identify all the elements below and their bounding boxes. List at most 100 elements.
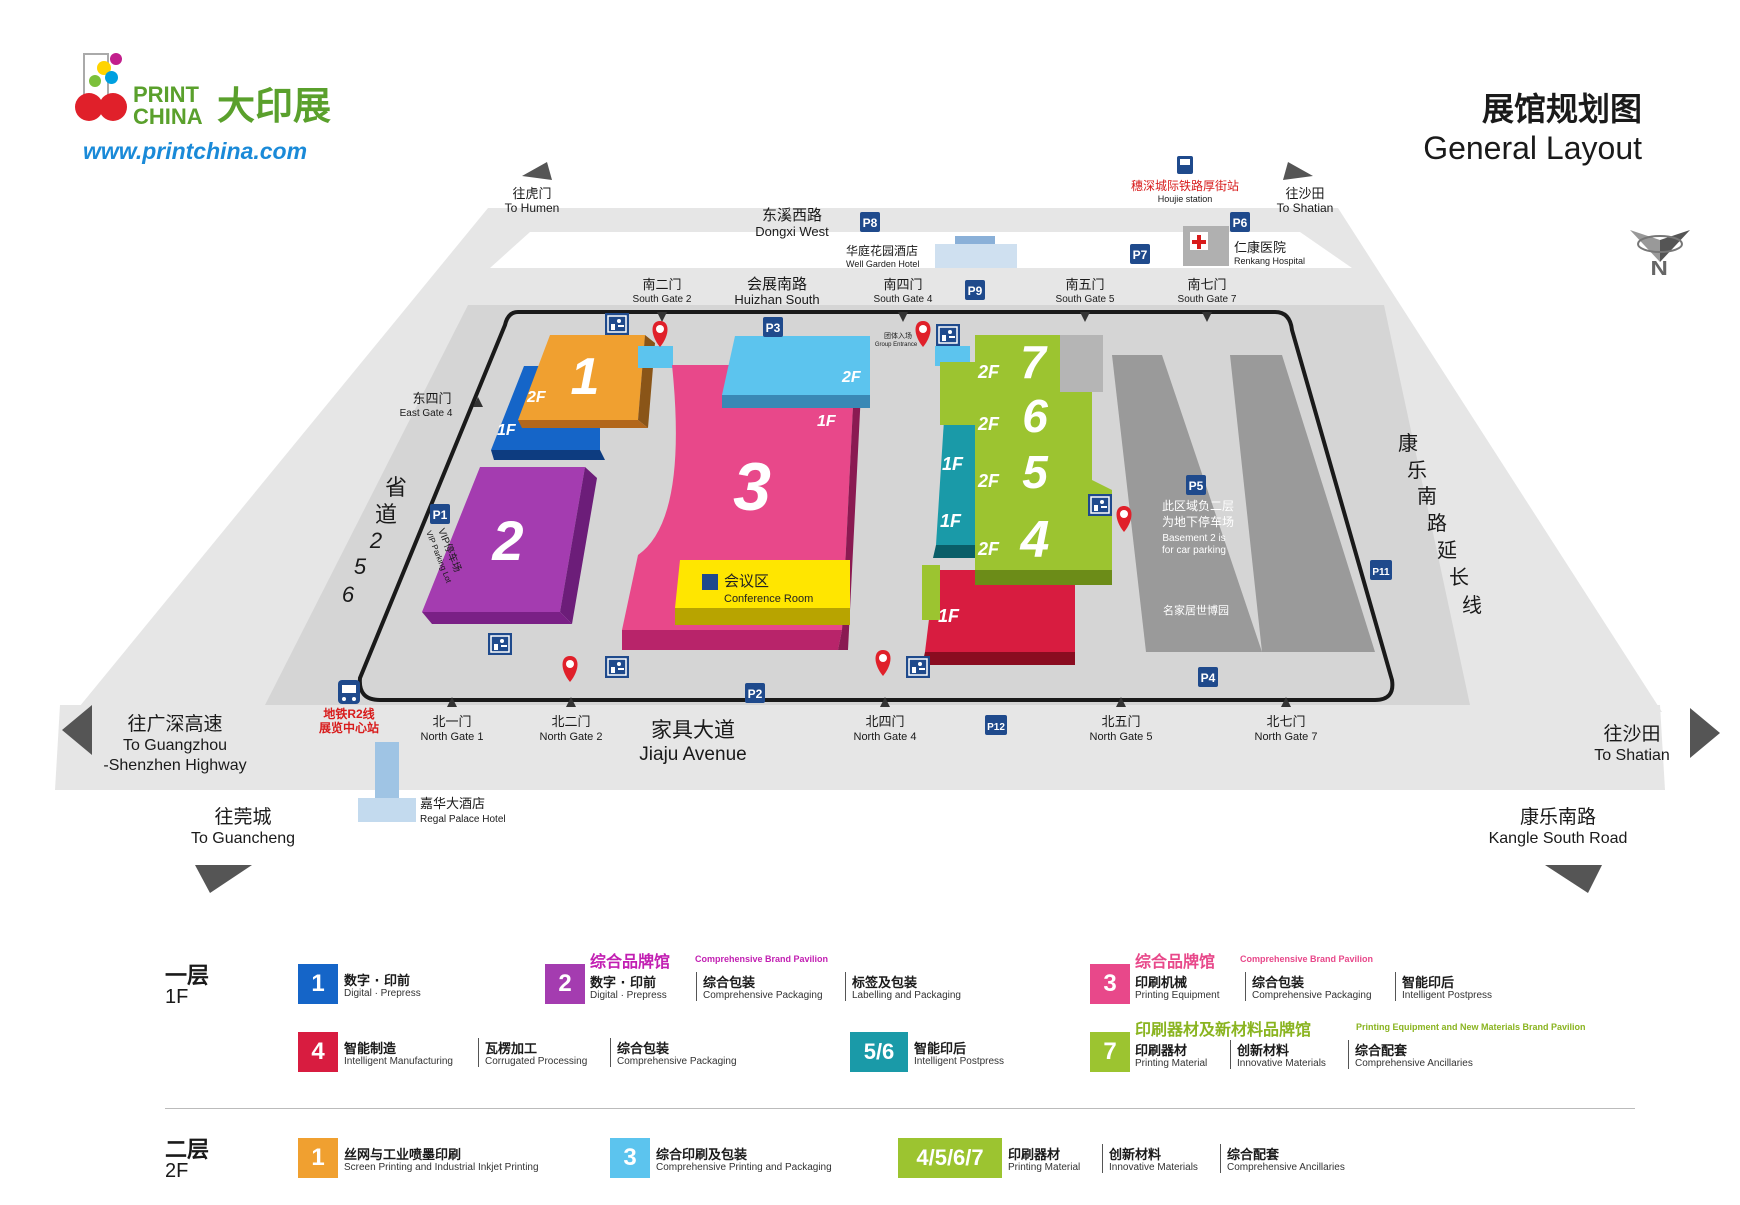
legend-item-en: Comprehensive Packaging xyxy=(696,990,823,1001)
floor-label: 1F xyxy=(817,413,837,430)
kangle-en: Kangle South Road xyxy=(1489,830,1628,847)
conference-room[interactable] xyxy=(675,560,850,625)
shengdao-5: 6 xyxy=(342,582,355,607)
regal-en: Regal Palace Hotel xyxy=(420,814,506,825)
humen-en: To Humen xyxy=(505,201,560,215)
gate-north7-cn: 北七门 xyxy=(1266,714,1305,729)
gate-marker-icon xyxy=(1281,697,1291,707)
regal-cn: 嘉华大酒店 xyxy=(420,796,485,811)
gate-marker-icon xyxy=(566,697,576,707)
legend-item-cn: 创新材料 xyxy=(1230,1040,1289,1059)
houjie-en: Houjie station xyxy=(1158,194,1213,204)
kangle-ext-4: 路 xyxy=(1427,512,1447,535)
legend-item-en: Comprehensive Ancillaries xyxy=(1348,1058,1473,1069)
direction-labels: 往虎门 To Humen 往沙田 To Shatian 往广深高速 To Gua… xyxy=(103,186,1669,847)
shengdao-2: 道 xyxy=(375,502,397,527)
arrow-guangzhou-icon xyxy=(62,705,92,755)
registration-icon xyxy=(604,655,630,679)
legend-item-cn: 综合包装 xyxy=(610,1038,669,1057)
gate-south2-cn: 南二门 xyxy=(642,277,681,292)
conference-icon xyxy=(702,574,718,590)
floor-label: 1F xyxy=(942,454,964,474)
shatian-right-cn: 往沙田 xyxy=(1603,723,1660,745)
guancheng-cn: 往莞城 xyxy=(214,806,271,828)
parking-p12-label: P12 xyxy=(987,722,1005,733)
legend-title-cn: 印刷器材及新材料品牌馆 xyxy=(1135,1020,1312,1039)
gate-marker-icon xyxy=(657,312,667,322)
parking-p2-icon xyxy=(745,683,765,703)
gate-south7-cn: 南七门 xyxy=(1187,277,1226,292)
parking-p1-icon xyxy=(430,504,450,524)
compass-icon-graphic xyxy=(1630,230,1690,262)
hall-6-number: 6 xyxy=(1022,390,1048,442)
metro-cn2: 展览中心站 xyxy=(319,720,379,735)
gate-marker-icon xyxy=(880,697,890,707)
arrow-humen-icon xyxy=(522,162,552,180)
parking-p7-icon xyxy=(1130,244,1150,264)
legend-item-cn: 综合配套 xyxy=(1220,1144,1279,1163)
legend-num-box: 1 xyxy=(298,964,338,1004)
arrow-shatian-right-icon xyxy=(1690,708,1720,758)
legend-item-cn: 标签及包装 xyxy=(845,972,917,991)
floor-label: 2F xyxy=(977,414,1000,434)
floor-label: 2F xyxy=(977,362,1000,382)
legend-title-en: Comprehensive Brand Pavilion xyxy=(695,954,829,964)
conference-label: 会议区 Conference Room xyxy=(702,573,813,605)
gate-south4-cn: 南四门 xyxy=(883,277,922,292)
parking-p8-label: P8 xyxy=(863,216,878,230)
hall-2-number: 2 xyxy=(491,509,523,572)
basement-cn2: 为地下停车场 xyxy=(1162,514,1234,529)
road-labels: 东溪西路 Dongxi West 会展南路 Huizhan South 家具大道… xyxy=(342,207,1482,765)
parking-p4-icon xyxy=(1198,667,1218,687)
legend-item-cn: 数字 · 印前 xyxy=(344,974,410,989)
legend-item-cn: 综合配套 xyxy=(1348,1040,1407,1059)
legend-item-cn: 综合包装 xyxy=(1245,972,1304,991)
basement-cn1: 此区域负二层 xyxy=(1162,499,1234,513)
guangzhou-en2: -Shenzhen Highway xyxy=(103,757,246,774)
compass-letter: N xyxy=(1650,258,1668,280)
legend-item-en: Comprehensive Ancillaries xyxy=(1220,1162,1345,1173)
kangle-ext-5: 延 xyxy=(1437,539,1457,562)
gate-south4-en: South Gate 4 xyxy=(874,294,933,305)
gate-north4-en: North Gate 4 xyxy=(854,731,917,743)
logo-url: www.printchina.com xyxy=(83,138,308,164)
legend-item-cn: 综合包装 xyxy=(696,972,755,991)
floor-label: 2F xyxy=(977,539,1000,559)
legend-num-box: 1 xyxy=(298,1138,338,1178)
basement-en2: for car parking xyxy=(1162,545,1226,556)
hall-56-1f[interactable] xyxy=(933,420,976,558)
legend-item-cn: 数字 · 印前 xyxy=(590,976,656,991)
legend-floor1-en: 1F xyxy=(165,986,189,1008)
hall-2[interactable] xyxy=(422,467,597,624)
jiaju-en: Jiaju Avenue xyxy=(639,744,746,765)
logo: PRINT CHINA 大印展 www.printchina.com xyxy=(75,48,365,168)
train-station-icon xyxy=(1177,156,1193,174)
shengdao-4: 5 xyxy=(354,554,367,579)
registration-icon xyxy=(905,655,931,679)
gate-south2-en: South Gate 2 xyxy=(633,294,692,305)
hall-3-2f[interactable] xyxy=(722,336,870,408)
gate-north4-cn: 北四门 xyxy=(865,714,904,729)
renkang-cn: 仁康医院 xyxy=(1234,240,1286,255)
legend-num-box: 3 xyxy=(610,1138,650,1178)
legend-item-en: Printing Material xyxy=(1008,1162,1081,1173)
parking-p11-label: P11 xyxy=(1372,567,1390,578)
floor-label: 2F xyxy=(526,389,547,406)
gate-north7-en: North Gate 7 xyxy=(1255,731,1318,743)
hall-4567-2f[interactable] xyxy=(922,335,1112,620)
parking-p1-label: P1 xyxy=(433,508,448,522)
parking-p3-label: P3 xyxy=(766,321,781,335)
registration-icon xyxy=(935,323,961,347)
kangle-ext-6: 长 xyxy=(1449,566,1469,589)
gate-north5-cn: 北五门 xyxy=(1101,714,1140,729)
expo-park-label: 名家居世博园 xyxy=(1163,603,1229,617)
legend-num-box: 2 xyxy=(545,964,585,1004)
group-entrance-en: Group Entrance xyxy=(875,342,918,348)
hall-4-1f[interactable] xyxy=(922,570,1075,665)
hotel-icon xyxy=(935,236,1017,268)
group-entrance-cn: 团体入场 xyxy=(884,331,912,340)
direction-arrows xyxy=(62,162,1720,893)
parking-p9-label: P9 xyxy=(968,284,983,298)
legend-item-en: Screen Printing and Industrial Inkjet Pr… xyxy=(344,1162,539,1173)
